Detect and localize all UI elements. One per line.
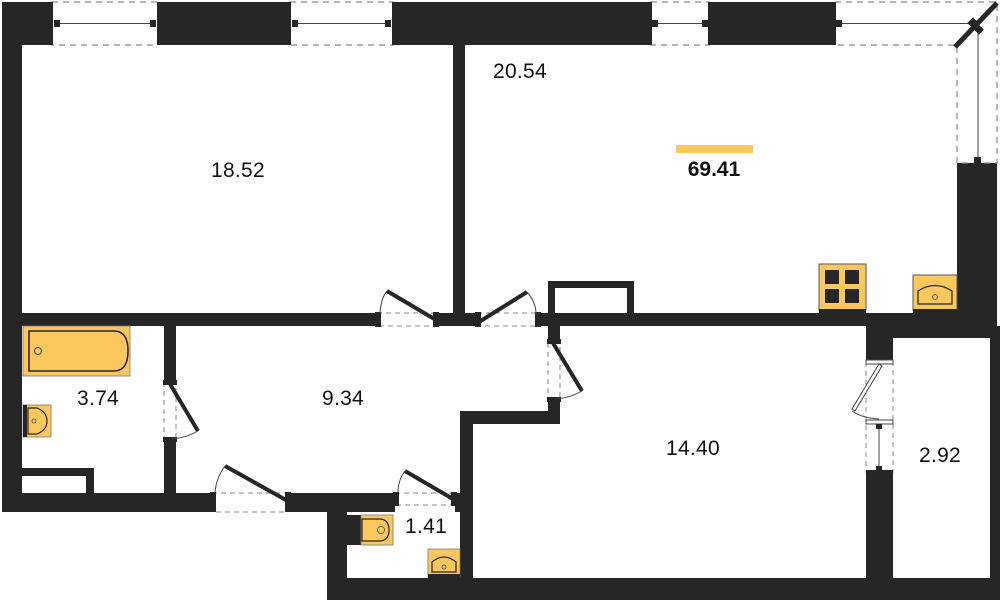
fixtures [22,263,958,578]
bath-sink-icon [22,404,52,438]
door-living [475,290,541,327]
room-area-hallway: 9.34 [321,387,365,410]
windows [51,1,999,164]
door-bathroom [163,380,200,442]
total-area-label: 69.41 [687,158,741,181]
toilet-sink-icon [427,548,461,578]
door-bedroom [375,289,439,327]
door-entrance [210,464,291,513]
window-1 [51,1,159,46]
room-area-bathroom: 3.74 [76,387,120,410]
room-area-living-kitchen: 20.54 [492,60,548,83]
door-balcony [851,359,894,475]
room-area-balcony: 2.92 [918,444,962,467]
kitchen-sink-icon [912,274,958,313]
stove-icon [818,263,867,313]
doors [163,289,894,513]
room-area-bedroom: 18.52 [210,159,266,182]
window-3 [650,1,710,46]
door-toilet [393,469,457,506]
window-corner [834,1,999,164]
toilet-icon [347,514,394,546]
room-area-bedroom-2: 14.40 [665,437,721,460]
total-area-accent-bar [676,145,753,153]
room-area-toilet: 1.41 [404,515,448,538]
window-2 [289,1,394,46]
door-bedroom-2 [547,339,584,402]
bathtub-icon [22,325,131,377]
